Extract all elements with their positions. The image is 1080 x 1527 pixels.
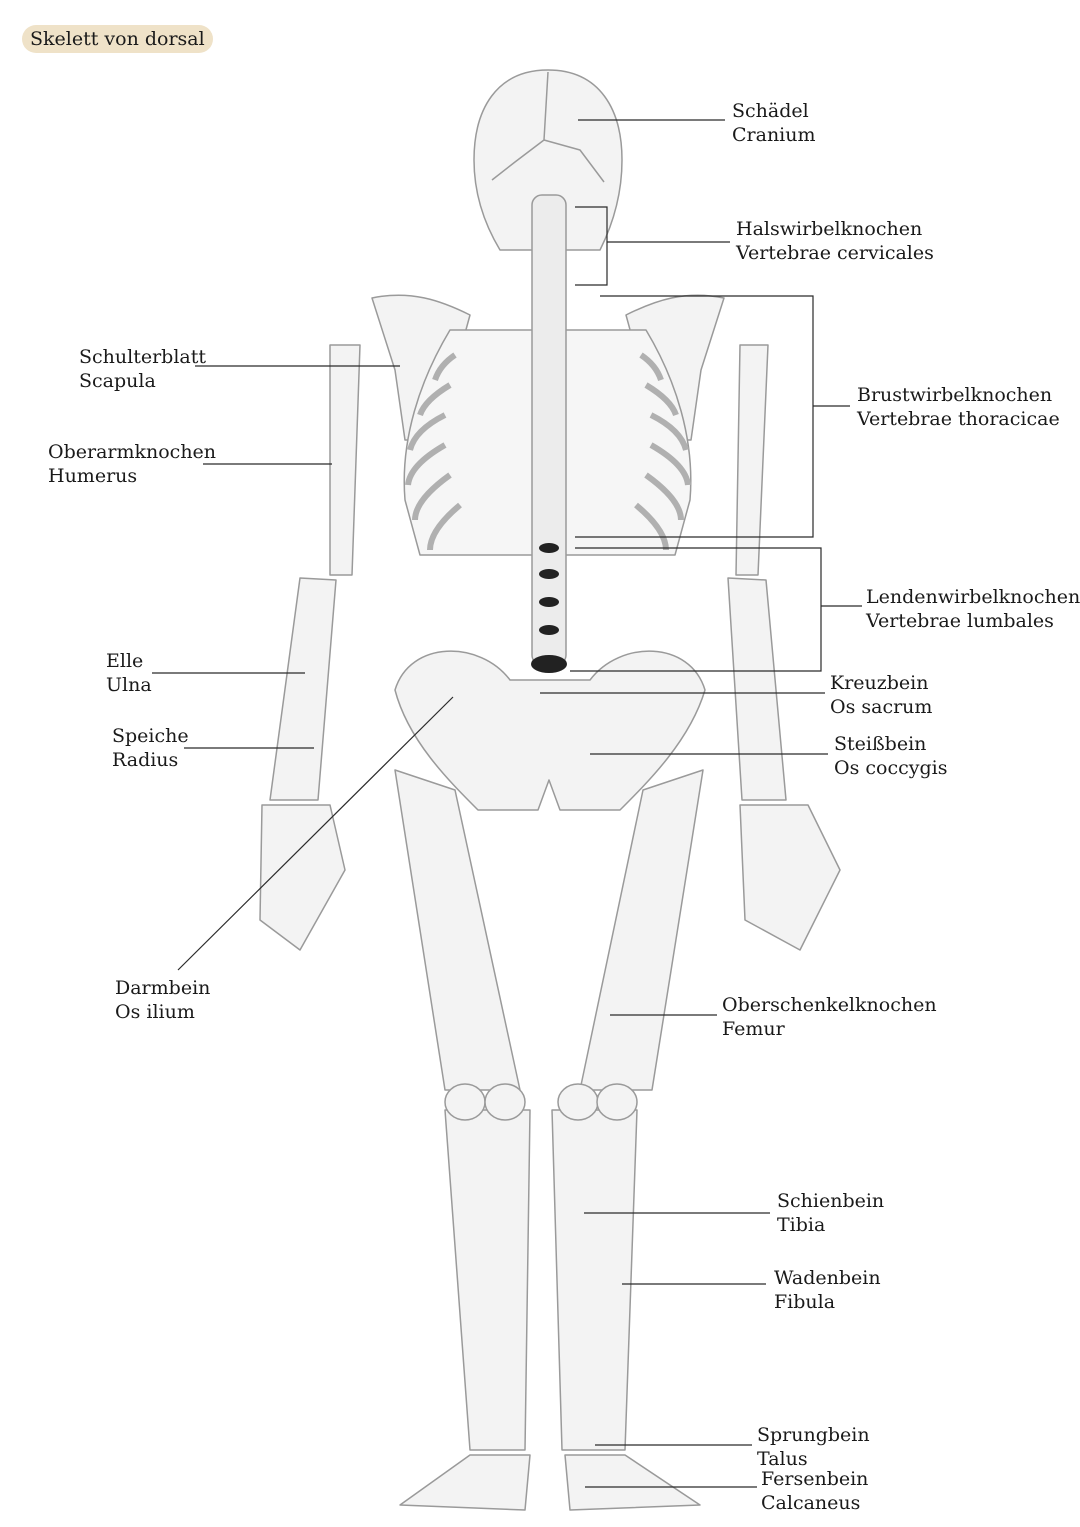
pelvis-shape	[394, 650, 706, 811]
left-tibia-shape	[444, 1109, 531, 1451]
left-femur-shape	[394, 769, 521, 1091]
diagram-title: Skelett von dorsal	[22, 25, 213, 53]
left-hand-shape	[259, 804, 346, 951]
right-forearm-shape	[727, 577, 787, 801]
right-femur-shape	[579, 769, 704, 1091]
left-forearm-shape	[269, 577, 337, 801]
right-hand-shape	[739, 804, 841, 951]
right-tibia-shape	[551, 1109, 638, 1451]
left-humerus-shape	[329, 344, 361, 576]
right-foot-shape	[564, 1454, 701, 1511]
spine-shape	[531, 194, 567, 666]
left-foot-shape	[399, 1454, 531, 1511]
right-humerus-shape	[735, 344, 769, 576]
